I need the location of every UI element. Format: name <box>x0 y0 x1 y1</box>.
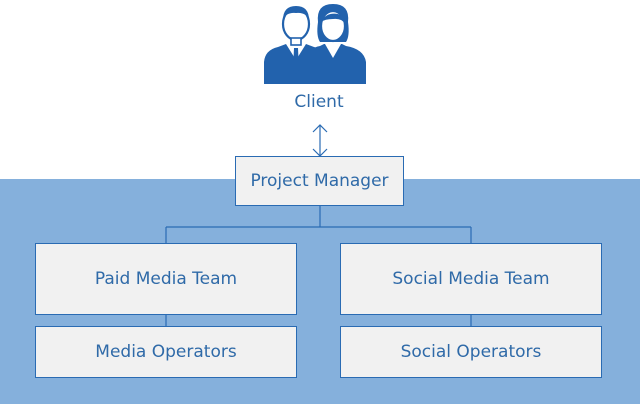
project-manager-node[interactable]: Project Manager <box>235 156 404 206</box>
client-label: Client <box>294 92 344 112</box>
social-operators-node[interactable]: Social Operators <box>340 326 602 378</box>
social-media-team-node[interactable]: Social Media Team <box>340 243 602 315</box>
man-figure <box>264 6 328 84</box>
social-media-team-label: Social Media Team <box>392 269 550 289</box>
tree-connectors <box>165 206 472 326</box>
media-operators-node[interactable]: Media Operators <box>35 326 297 378</box>
project-manager-label: Project Manager <box>250 171 389 191</box>
paid-media-team-node[interactable]: Paid Media Team <box>35 243 297 315</box>
client-people-icon <box>264 4 366 84</box>
bidirectional-arrow-icon <box>312 124 328 157</box>
paid-media-team-label: Paid Media Team <box>94 269 238 289</box>
media-operators-label: Media Operators <box>95 342 237 362</box>
social-operators-label: Social Operators <box>400 342 542 362</box>
